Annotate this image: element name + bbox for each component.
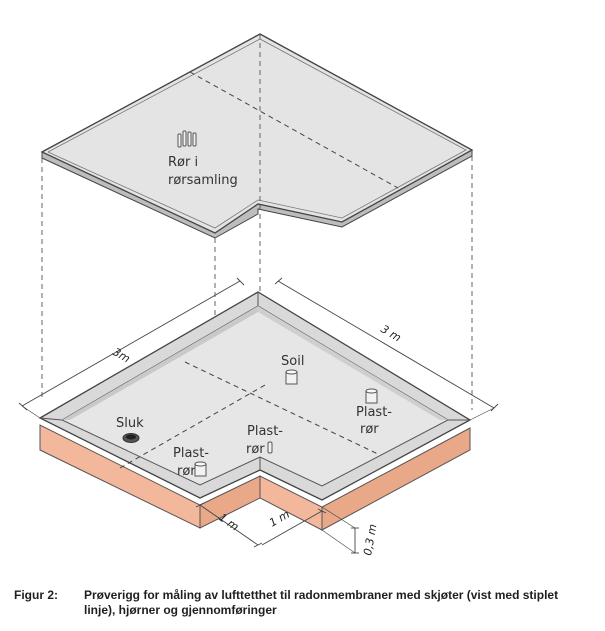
label-sluk: Sluk [116,416,144,431]
plastic-pipe-mid-icon [267,441,273,454]
label-plast-right-2: rør [360,422,379,437]
base-seam-dashed-2 [119,384,266,469]
dim-left-3m: 3m [111,345,133,365]
dim-height: 0,3 m [361,523,379,556]
label-plast-right-1: Plast- [356,405,392,420]
top-label-line1: Rør i [168,155,198,170]
top-panel-surface [40,33,474,234]
caption-text: Prøverigg for måling av lufttetthet til … [84,588,559,617]
base-seam-dashed-1 [184,361,381,456]
base-inner-wall-left [62,306,258,420]
label-plast-left-1: Plast- [173,446,209,461]
radon-test-rig-diagram: Rør i rørsamling Sluk [18,33,499,557]
base-side-front-right [321,427,471,531]
base-inner-wall-right [258,306,448,420]
pipe-bundle-icon [177,130,197,148]
label-plast-left-2: rør [177,464,196,479]
base-box: Sluk Soil Plast- rør Plast- rør Plast- r… [38,291,472,531]
base-wall-corner-line-left [39,417,63,421]
plastic-pipe-left-icon [194,461,207,477]
caption-figure-number: Figur 2: [14,588,58,602]
label-plast-mid-2: rør [246,442,265,457]
label-plast-mid-1: Plast- [247,424,283,439]
soil-pipe-icon [285,369,298,385]
top-seam-dashed-1 [189,71,399,189]
dim-right-3m: 3 m [378,322,403,344]
plastic-pipe-right-icon [365,388,378,404]
label-soil: Soil [281,354,304,369]
dimension-lines [18,277,499,554]
top-label-line2: rørsamling [168,173,238,188]
top-membrane-panel: Rør i rørsamling [40,33,474,239]
figure-caption: Figur 2: Prøverigg for måling av lufttett… [14,588,594,618]
